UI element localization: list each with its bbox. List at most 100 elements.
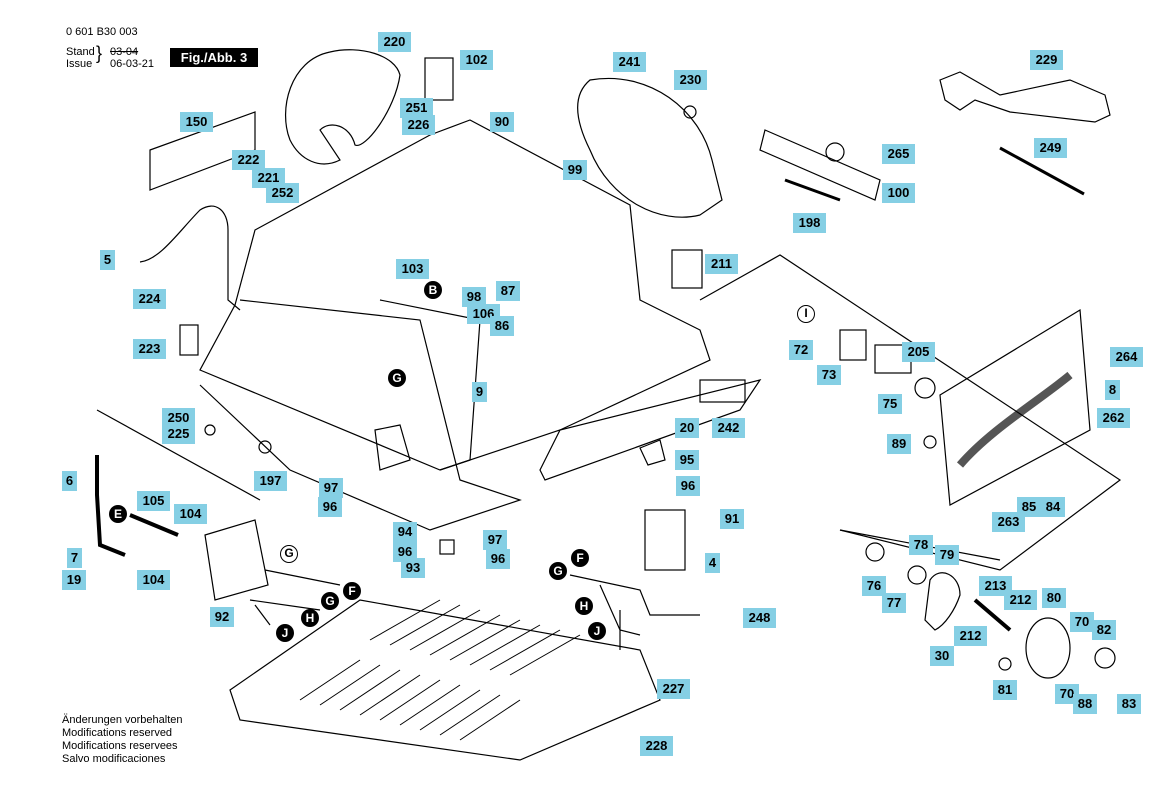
callout-letter: H: [301, 609, 319, 627]
scale-strip-shape: [539, 379, 762, 481]
part-number-label: 222: [232, 150, 265, 170]
part-number-label: 90: [490, 112, 514, 132]
part-number-label: 227: [657, 679, 690, 699]
part-number-label: 211: [705, 254, 738, 274]
knob-shape: [683, 105, 697, 119]
part-number-label: 72: [789, 340, 813, 360]
part-number-label: 229: [1030, 50, 1063, 70]
part-number-label: 264: [1110, 347, 1143, 367]
stand-label: Stand: [66, 46, 95, 58]
footer-line: Modifications reserved: [62, 727, 173, 739]
footer-line: Änderungen vorbehalten: [62, 714, 183, 726]
grille-slots: [299, 659, 521, 741]
switch-wires-shape: [569, 574, 700, 650]
part-number-label: 100: [882, 183, 915, 203]
part-number-label: 93: [401, 558, 425, 578]
stand-date: 03-04: [110, 46, 139, 58]
guard-plate-shape: [577, 78, 723, 218]
part-number-label: 4: [705, 553, 720, 573]
footer-line: Modifications reservees: [62, 740, 178, 752]
callout-letter: I: [797, 305, 815, 323]
bar-shape: [129, 513, 179, 537]
part-number-label: 88: [1073, 694, 1097, 714]
washer-shape: [914, 377, 936, 399]
part-number-label: 7: [67, 548, 82, 568]
part-number-label: 223: [133, 339, 166, 359]
callout-letter: E: [109, 505, 127, 523]
callout-line-6: [96, 409, 261, 501]
part-223-shape: [179, 324, 199, 356]
part-number: 0 601 B30 003: [66, 26, 138, 38]
part-number-label: 92: [210, 607, 234, 627]
callout-letter: G: [388, 369, 406, 387]
bracket-30-shape: [924, 572, 961, 631]
figure-badge: Fig./Abb. 3: [170, 48, 258, 67]
part-number-label: 197: [254, 471, 287, 491]
part-number-label: 96: [318, 497, 342, 517]
part-number-label: 91: [720, 509, 744, 529]
part-number-label: 226: [402, 115, 435, 135]
part-number-label: 102: [460, 50, 493, 70]
spring-shape: [973, 598, 1012, 632]
part-number-label: 242: [712, 418, 745, 438]
callout-letter: G: [321, 592, 339, 610]
callout-letter: G: [549, 562, 567, 580]
part-number-label: 220: [378, 32, 411, 52]
part-number-label: 198: [793, 213, 826, 233]
grille-slots-2: [369, 599, 581, 676]
ring-shape: [923, 435, 937, 449]
part-number-label: 225: [162, 424, 195, 444]
part-number-label: 70: [1070, 612, 1094, 632]
part-number-label: 79: [935, 545, 959, 565]
part-197-shape: [258, 440, 272, 454]
housing-shape: [199, 119, 711, 471]
set-screw-shape: [998, 657, 1012, 671]
part-number-label: 78: [909, 535, 933, 555]
knob-82-shape: [1094, 647, 1116, 669]
part-number-label: 30: [930, 646, 954, 666]
part-number-label: 83: [1117, 694, 1141, 714]
part-number-label: 87: [496, 281, 520, 301]
part-number-label: 95: [675, 450, 699, 470]
callout-letter: F: [343, 582, 361, 600]
part-number-label: 250: [162, 408, 195, 428]
part-93-shape: [439, 539, 455, 555]
part-number-label: 81: [993, 680, 1017, 700]
wheel-shape: [1025, 617, 1071, 679]
part-number-label: 104: [137, 570, 170, 590]
part-number-label: 104: [174, 504, 207, 524]
part-number-label: 241: [613, 52, 646, 72]
part-number-label: 249: [1034, 138, 1067, 158]
part-number-label: 20: [675, 418, 699, 438]
flange-shape: [865, 542, 885, 562]
part-number-label: 89: [887, 434, 911, 454]
part-number-label: 75: [878, 394, 902, 414]
hex-key-shape: [784, 178, 841, 202]
part-number-label: 251: [400, 98, 433, 118]
part-number-label: 6: [62, 471, 77, 491]
blade-guard-shape: [284, 49, 401, 165]
part-number-label: 252: [266, 183, 299, 203]
power-cord-shape: [139, 205, 241, 311]
part-number-label: 82: [1092, 620, 1116, 640]
part-number-label: 97: [319, 478, 343, 498]
label-211-shape: [671, 249, 703, 289]
part-number-label: 105: [137, 491, 170, 511]
part-number-label: 8: [1105, 380, 1120, 400]
part-number-label: 262: [1097, 408, 1130, 428]
motor-part-shape: [839, 329, 867, 361]
part-number-label: 98: [462, 287, 486, 307]
part-number-label: 263: [992, 512, 1025, 532]
footer-line: Salvo modificaciones: [62, 753, 166, 765]
callout-letter: G: [280, 545, 298, 563]
grille-shape: [229, 599, 661, 761]
bracket-shape: [759, 129, 881, 201]
brace-icon: }: [96, 43, 103, 63]
issue-date: 06-03-21: [110, 58, 155, 70]
part-number-label: 76: [862, 576, 886, 596]
part-number-label: 97: [483, 530, 507, 550]
part-95-shape: [639, 439, 666, 466]
callout-letter: J: [588, 622, 606, 640]
label-242-shape: [699, 379, 746, 403]
